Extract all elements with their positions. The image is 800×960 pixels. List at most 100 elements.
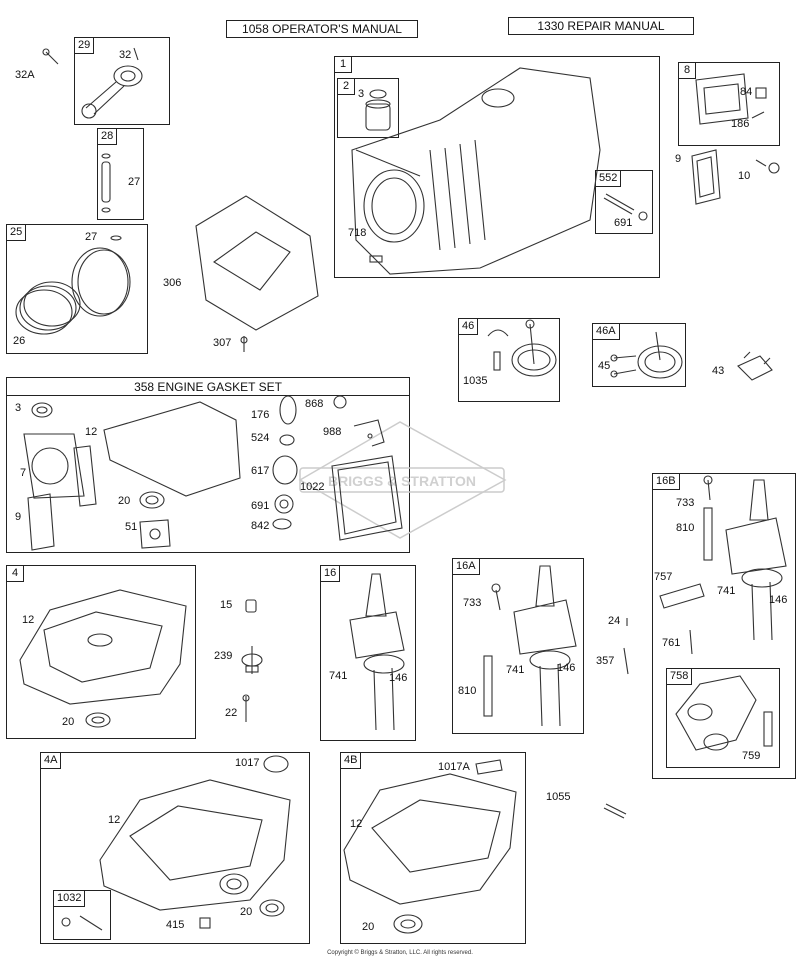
part-box-1032: 1032 <box>53 890 111 940</box>
callout-9: 9 <box>675 153 682 165</box>
box-tag: 25 <box>7 225 27 241</box>
box-tag: 4B <box>341 753 362 769</box>
callout-1017: 1017 <box>235 757 260 769</box>
callout-1022: 1022 <box>300 481 325 493</box>
dowel-1055-drawing <box>603 807 625 819</box>
part-box-4: 4 <box>6 565 196 739</box>
part-box-46A: 46A <box>592 323 686 387</box>
part-box-29: 29 <box>74 37 170 125</box>
callout-27: 27 <box>128 176 141 188</box>
part-box-16A: 16A <box>452 558 584 734</box>
callout-733: 733 <box>463 597 482 609</box>
repair-manual-header: 1330 REPAIR MANUAL <box>508 17 694 35</box>
briggs-stratton-watermark <box>298 421 507 539</box>
crankshaft-16-drawing <box>349 573 405 731</box>
crankshaft-16A-drawing <box>483 565 577 727</box>
box-tag: 2 <box>338 79 355 95</box>
callout-1035: 1035 <box>463 375 488 387</box>
box-tag: 28 <box>98 129 118 145</box>
box-tag: 46A <box>593 324 620 340</box>
callout-84: 84 <box>740 86 753 98</box>
callout-146: 146 <box>769 594 788 606</box>
screw-10-drawing <box>755 159 780 174</box>
callout-15: 15 <box>220 599 233 611</box>
sump-4-drawing <box>19 589 187 728</box>
callout-733: 733 <box>676 497 695 509</box>
box-tag: 16 <box>321 566 341 582</box>
callout-12: 12 <box>108 814 121 826</box>
box-tag: 46 <box>459 319 479 335</box>
callout-759: 759 <box>742 750 761 762</box>
callout-12: 12 <box>22 614 35 626</box>
callout-26: 26 <box>13 335 26 347</box>
box-tag: 552 <box>596 171 622 187</box>
box-tag: 1 <box>335 57 352 73</box>
callout-146: 146 <box>557 662 576 674</box>
callout-7: 7 <box>20 467 27 479</box>
part-box-25: 25 <box>6 224 148 354</box>
dowel-1055-edge <box>605 803 627 815</box>
callout-307: 307 <box>213 337 232 349</box>
part-box-8: 8 <box>678 62 780 146</box>
gasket-set-title: 358 ENGINE GASKET SET <box>134 380 282 394</box>
box-tag: 8 <box>679 63 696 79</box>
camshaft-46A-drawing <box>610 331 683 379</box>
callout-357: 357 <box>596 655 615 667</box>
callout-10: 10 <box>738 170 751 182</box>
callout-146: 146 <box>389 672 408 684</box>
gasket-set-box: 358 ENGINE GASKET SET <box>6 377 410 553</box>
callout-176: 176 <box>251 409 270 421</box>
callout-842: 842 <box>251 520 270 532</box>
callout-239: 239 <box>214 650 233 662</box>
part-box-4A: 4A <box>40 752 310 944</box>
callout-810: 810 <box>676 522 695 534</box>
callout-3: 3 <box>358 88 365 100</box>
callout-741: 741 <box>506 664 525 676</box>
callout-20: 20 <box>62 716 75 728</box>
box-tag: 1032 <box>54 891 86 907</box>
callout-3: 3 <box>15 402 22 414</box>
sump-4A-drawing <box>61 755 291 931</box>
callout-20: 20 <box>118 495 131 507</box>
callout-43: 43 <box>712 365 725 377</box>
crankshaft-16B-drawing <box>659 475 787 655</box>
part-box-2: 2 <box>337 78 399 138</box>
callout-617: 617 <box>251 465 270 477</box>
callout-24: 24 <box>608 615 621 627</box>
cover-758-drawing <box>675 675 773 751</box>
callout-741: 741 <box>329 670 348 682</box>
gasket-set-parts-drawing <box>23 395 403 551</box>
bolt-32A-drawing <box>42 48 59 65</box>
callout-415: 415 <box>166 919 185 931</box>
oil-sensor-parts-drawing <box>241 599 263 722</box>
callout-718: 718 <box>348 227 367 239</box>
breather-plate-drawing <box>695 73 767 125</box>
operators-manual-header: 1058 OPERATOR'S MANUAL <box>226 20 418 38</box>
callout-306: 306 <box>163 277 182 289</box>
sleeve-drawing <box>365 89 391 131</box>
part-box-4B: 4B <box>340 752 526 944</box>
callout-32A: 32A <box>15 69 35 81</box>
box-tag: 16A <box>453 559 480 575</box>
box-tag: 4A <box>41 753 62 769</box>
callout-27: 27 <box>85 231 98 243</box>
box-tag: 29 <box>75 38 95 54</box>
part-box-552: 552 <box>595 170 653 234</box>
camshaft-drawing <box>487 319 557 377</box>
pin-552-drawing <box>603 193 648 221</box>
box-tag: 4 <box>7 566 24 582</box>
part-box-758: 758 <box>666 668 780 768</box>
callout-12: 12 <box>85 426 98 438</box>
sump-4B-drawing <box>343 759 517 934</box>
callout-988: 988 <box>323 426 342 438</box>
box-tag: 16B <box>653 474 680 490</box>
part-box-28: 28 <box>97 128 144 220</box>
cylinder-block-drawing <box>351 67 601 275</box>
callout-868: 868 <box>305 398 324 410</box>
callout-1017A: 1017A <box>438 761 470 773</box>
callout-32: 32 <box>119 49 132 61</box>
callout-1055: 1055 <box>546 791 571 803</box>
callout-9: 9 <box>15 511 22 523</box>
title-divider <box>7 395 409 396</box>
part-box-1: 1 <box>334 56 660 278</box>
